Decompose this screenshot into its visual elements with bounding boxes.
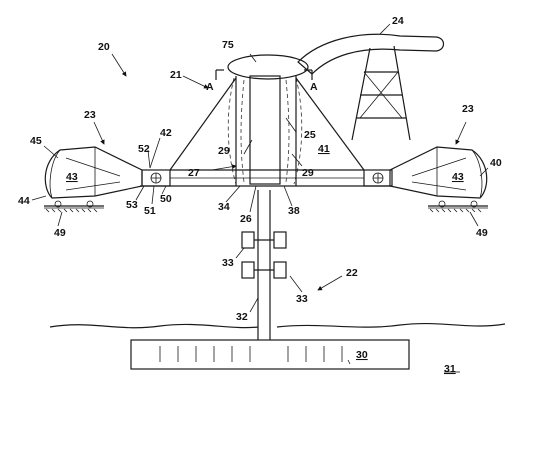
reference-labels: 20 21 A 75 24 A 23 23 45 42 52 29 25 41 …	[18, 15, 502, 375]
left-nacelle	[44, 146, 171, 213]
leader-lines	[31, 23, 489, 373]
label-41: 41	[318, 143, 330, 155]
pole-clamps	[241, 231, 287, 279]
lattice-tower	[351, 45, 411, 141]
label-a-right: A	[310, 81, 318, 93]
label-49-right: 49	[476, 227, 488, 239]
label-40: 40	[490, 157, 502, 169]
label-22: 22	[346, 267, 358, 279]
label-43-right: 43	[452, 171, 464, 183]
label-23-right: 23	[462, 103, 474, 115]
label-32: 32	[236, 311, 248, 323]
label-25: 25	[304, 129, 316, 141]
label-38: 38	[288, 205, 300, 217]
label-50: 50	[160, 193, 172, 205]
label-53: 53	[126, 199, 138, 211]
central-column	[227, 75, 303, 186]
upper-arm	[297, 33, 445, 75]
label-51: 51	[144, 205, 156, 217]
label-33-bottom: 33	[296, 293, 308, 305]
label-29-right: 29	[302, 167, 314, 179]
label-29-left: 29	[218, 145, 230, 157]
label-26: 26	[240, 213, 252, 225]
section-markers	[215, 69, 313, 80]
label-31: 31	[444, 363, 456, 375]
triangular-frame	[140, 77, 392, 187]
label-24: 24	[392, 15, 404, 27]
label-44: 44	[18, 195, 30, 207]
label-a-left: A	[206, 81, 214, 93]
label-27: 27	[188, 167, 200, 179]
label-49-left: 49	[54, 227, 66, 239]
label-21: 21	[170, 69, 182, 81]
ground-line	[49, 322, 506, 329]
right-nacelle	[363, 146, 488, 213]
label-45: 45	[30, 135, 42, 147]
label-52: 52	[138, 143, 150, 155]
label-30: 30	[356, 349, 368, 361]
label-75: 75	[222, 39, 234, 51]
label-33-top: 33	[222, 257, 234, 269]
support-pole	[257, 190, 271, 340]
label-34: 34	[218, 201, 230, 213]
label-23-left: 23	[84, 109, 96, 121]
label-20: 20	[98, 41, 110, 53]
top-cap	[227, 54, 309, 80]
label-43-left: 43	[66, 171, 78, 183]
label-42: 42	[160, 127, 172, 139]
